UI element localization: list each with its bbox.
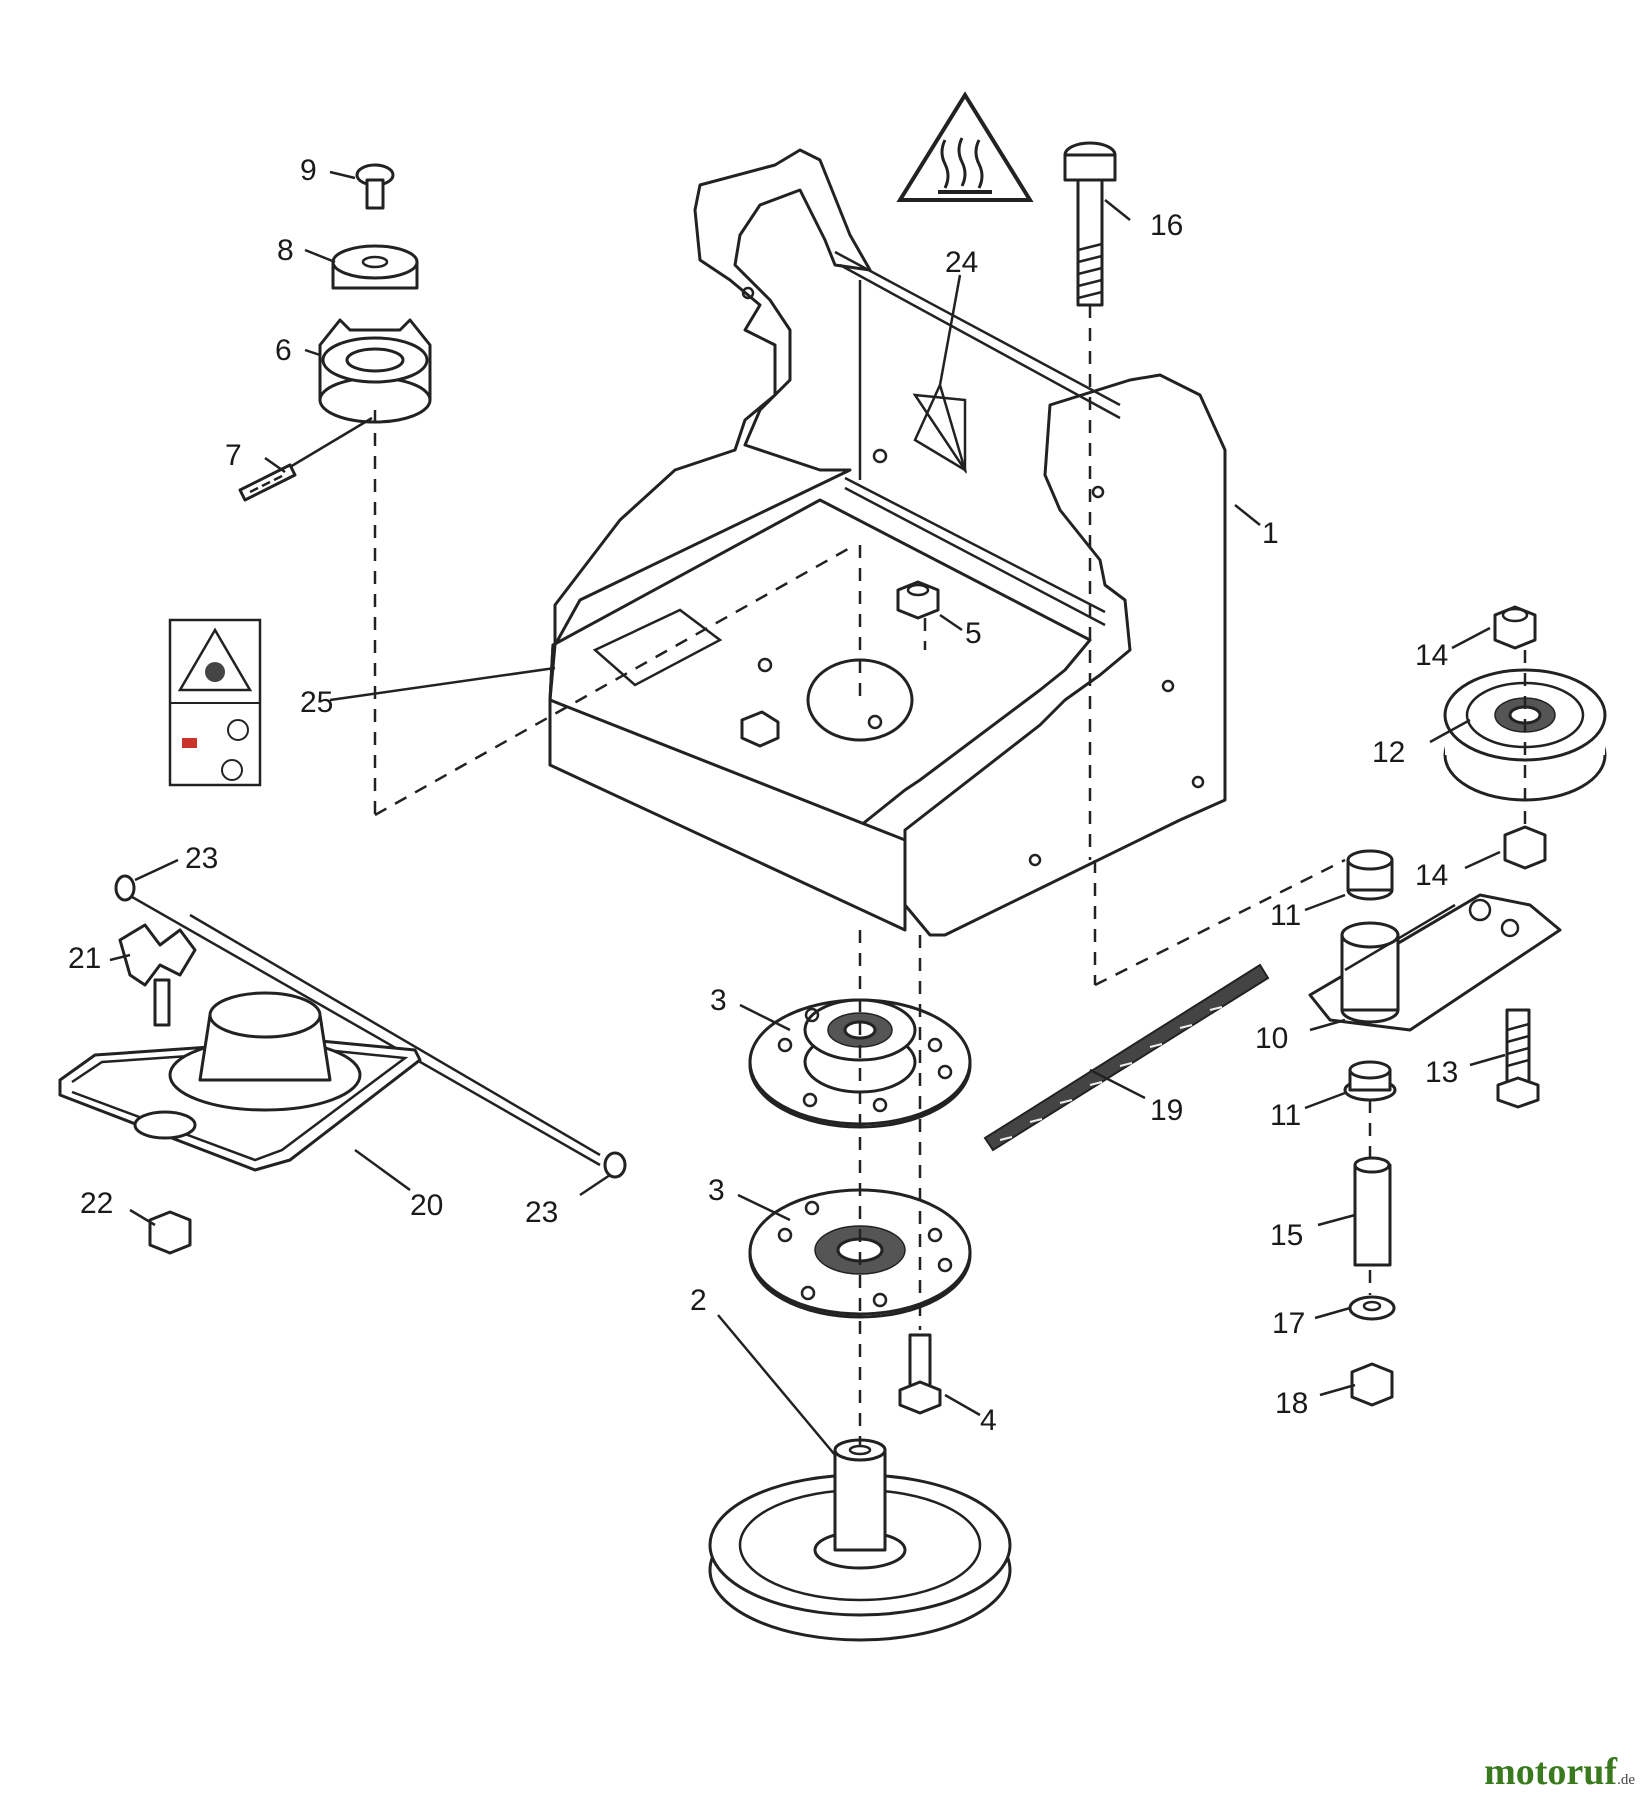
callout-12: 12 [1372, 736, 1405, 769]
callout-10: 10 [1255, 1022, 1288, 1055]
callout-22: 22 [80, 1187, 113, 1220]
callout-4: 4 [980, 1404, 997, 1437]
callout-3: 3 [708, 1174, 725, 1207]
part-23-clip-bottom [603, 1151, 627, 1179]
callout-20: 20 [410, 1189, 443, 1222]
part-14-nut-top [1493, 605, 1537, 650]
leader-lines [109, 170, 1506, 1456]
part-23-clip-top [114, 874, 136, 902]
part-15-sleeve [1353, 1156, 1392, 1267]
part-14-nut-bottom [1503, 825, 1547, 870]
heat-warning-decal [896, 91, 1034, 202]
callout-25: 25 [300, 686, 333, 719]
part-2-drive-pulley [708, 1438, 1012, 1642]
part-19-spring [983, 963, 1270, 1152]
assembly-lines [373, 305, 1527, 1445]
part-22-nut [148, 1210, 192, 1255]
callout-11: 11 [1270, 899, 1301, 932]
callout-labels: 1 2 3 3 4 5 6 7 8 9 10 11 11 12 13 14 14… [68, 154, 1458, 1437]
callout-14: 14 [1415, 639, 1448, 672]
part-8-pulley-wheel [331, 244, 419, 290]
bolt-16 [1063, 141, 1117, 307]
callout-19: 19 [1150, 1094, 1183, 1127]
callout-13: 13 [1425, 1056, 1458, 1089]
part-5-nut [896, 580, 940, 620]
callout-6: 6 [275, 334, 292, 367]
callout-2: 2 [690, 1284, 707, 1317]
part-20-belt-guide [58, 888, 601, 1172]
safety-decal [168, 618, 262, 787]
callout-18: 18 [1275, 1387, 1308, 1420]
part-10-tensioner-arm [1308, 893, 1562, 1032]
callout-15: 15 [1270, 1219, 1303, 1252]
callout-16: 16 [1150, 209, 1183, 242]
part-12-idler-pulley [1443, 668, 1607, 802]
part-4-bolt [898, 1333, 942, 1415]
callout-17: 17 [1272, 1307, 1305, 1340]
callout-9: 9 [300, 154, 317, 187]
watermark-logo: motoruf.de [1484, 1750, 1635, 1794]
watermark-brand: motoruf [1484, 1751, 1618, 1793]
callout-7: 7 [225, 439, 242, 472]
part-6-bearing [318, 318, 432, 424]
callout-1: 1 [1262, 517, 1279, 550]
part-11-bushing-top [1346, 849, 1394, 901]
callout-5: 5 [965, 617, 982, 650]
callout-8: 8 [277, 234, 294, 267]
frame-bracket [548, 148, 1227, 937]
part-17-washer [1348, 1295, 1396, 1321]
part-18-nut [1350, 1362, 1394, 1407]
callout-3: 3 [710, 984, 727, 1017]
part-11-bushing-bottom [1343, 1060, 1397, 1102]
callout-24: 24 [945, 246, 978, 279]
callout-11: 11 [1270, 1099, 1301, 1132]
watermark-suffix: .de [1617, 1772, 1635, 1788]
callout-14: 14 [1415, 859, 1448, 892]
part-3-flange-bearing-top [748, 998, 972, 1129]
part-13-bolt [1496, 1008, 1540, 1109]
callout-23: 23 [185, 842, 218, 875]
part-7-pin [238, 463, 297, 502]
callout-23: 23 [525, 1196, 558, 1229]
part-21-wing-nut [118, 923, 197, 1027]
callout-21: 21 [68, 942, 101, 975]
part-9-screw [355, 163, 395, 210]
